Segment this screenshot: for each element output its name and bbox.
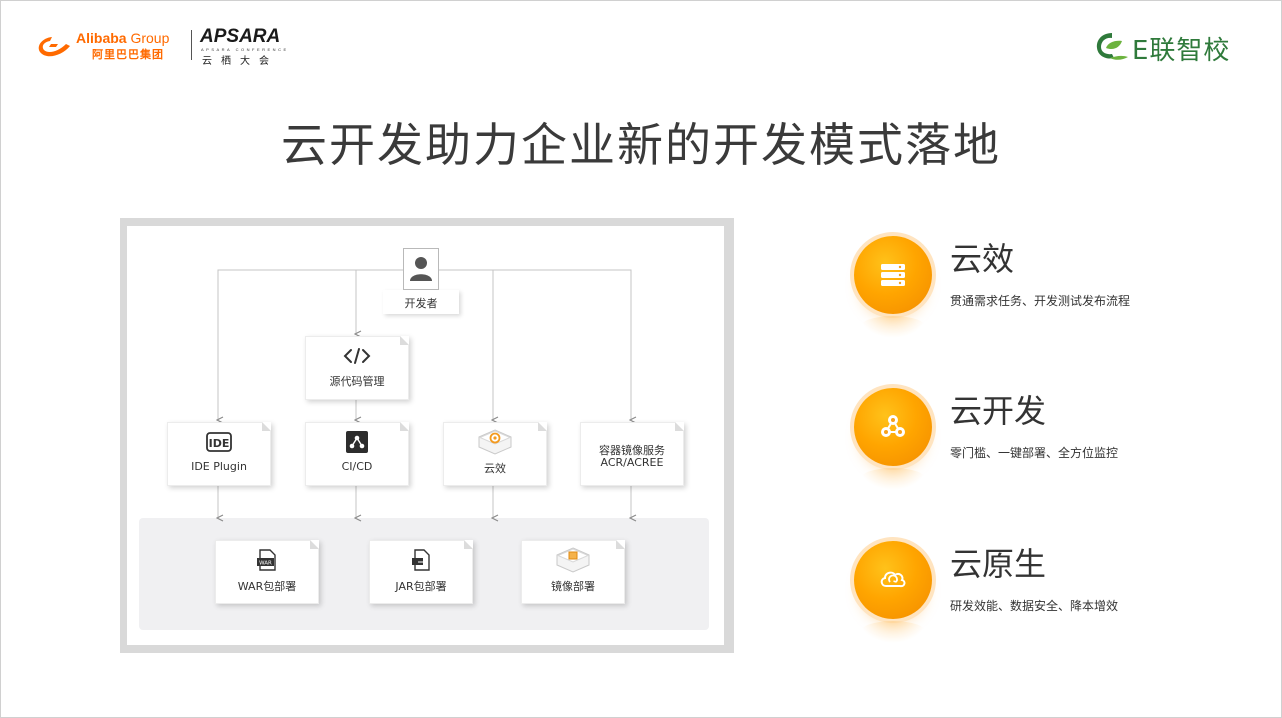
apsara-subtitle: APSARA CONFERENCE bbox=[201, 47, 289, 52]
war-deploy-label: WAR包部署 bbox=[237, 580, 297, 593]
code-brackets-icon bbox=[343, 348, 371, 364]
source-code-node: 源代码管理 bbox=[305, 336, 409, 400]
feature-cloud-dev-title: 云开发 bbox=[950, 392, 1047, 430]
ide-icon: IDE bbox=[206, 432, 232, 452]
group-wordmark: Group bbox=[130, 30, 170, 46]
war-tag-text: WAR bbox=[259, 561, 272, 567]
apsara-wordmark: APSARA bbox=[200, 26, 281, 47]
developer-label: 开发者 bbox=[404, 297, 438, 310]
feature-yunxiao: 云效 贯通需求任务、开发测试发布流程 bbox=[854, 236, 1254, 346]
connector-lines bbox=[127, 269, 724, 645]
nodes-icon bbox=[881, 415, 905, 437]
apsara-cn-wordmark: 云栖大会 bbox=[202, 56, 278, 67]
feature-yunxiao-badge bbox=[854, 236, 932, 314]
alibaba-wordmark: Alibaba bbox=[76, 30, 127, 46]
acr-label-line2: ACR/ACREE bbox=[600, 456, 664, 469]
developer-node: 开发者 bbox=[383, 290, 459, 314]
feature-cloud-dev-badge bbox=[854, 388, 932, 466]
elian-wordmark: E联智校 bbox=[1132, 36, 1231, 66]
cicd-label: CI/CD bbox=[341, 460, 373, 473]
svg-text:IDE: IDE bbox=[209, 437, 230, 450]
container-image-icon bbox=[556, 547, 590, 573]
server-stack-icon bbox=[881, 264, 905, 286]
ide-plugin-label: IDE Plugin bbox=[191, 460, 247, 473]
feature-yunxiao-title: 云效 bbox=[950, 240, 1015, 278]
jar-deploy-node: JAR包部署 bbox=[369, 540, 473, 604]
feature-cloud-native: 云原生 研发效能、数据安全、降本增效 bbox=[854, 541, 1254, 651]
yunxiao-cube-icon bbox=[478, 429, 512, 455]
acr-node: 容器镜像服务 ACR/ACREE bbox=[580, 422, 684, 486]
cloud-cycle-icon bbox=[880, 571, 906, 588]
alibaba-cn-wordmark: 阿里巴巴集团 bbox=[92, 48, 164, 61]
logo-divider bbox=[191, 30, 192, 60]
ide-plugin-node: IDE IDE Plugin bbox=[167, 422, 271, 486]
developer-avatar-icon bbox=[403, 248, 439, 290]
source-code-label: 源代码管理 bbox=[329, 375, 385, 388]
jar-file-icon bbox=[412, 549, 430, 571]
yunxiao-label: 云效 bbox=[484, 462, 506, 475]
feature-yunxiao-desc: 贯通需求任务、开发测试发布流程 bbox=[950, 294, 1131, 308]
image-deploy-node: 镜像部署 bbox=[521, 540, 625, 604]
yunxiao-node: 云效 bbox=[443, 422, 547, 486]
pipeline-icon bbox=[346, 431, 368, 453]
feature-cloud-native-title: 云原生 bbox=[950, 545, 1047, 583]
feature-cloud-dev: 云开发 零门槛、一键部署、全方位监控 bbox=[854, 388, 1254, 498]
diagram-canvas: 开发者 源代码管理 IDE IDE Plugin bbox=[127, 226, 724, 645]
image-deploy-label: 镜像部署 bbox=[551, 580, 595, 593]
elian-logo: E联智校 bbox=[1092, 26, 1252, 66]
feature-cloud-native-badge bbox=[854, 541, 932, 619]
acr-label-line1: 容器镜像服务 bbox=[599, 444, 665, 457]
cicd-node: CI/CD bbox=[305, 422, 409, 486]
alibaba-mark-icon bbox=[38, 37, 70, 57]
war-file-icon: WAR bbox=[257, 549, 276, 571]
page-title: 云开发助力企业新的开发模式落地 bbox=[281, 117, 1001, 172]
feature-cloud-native-desc: 研发效能、数据安全、降本增效 bbox=[950, 599, 1119, 613]
jar-deploy-label: JAR包部署 bbox=[395, 580, 447, 593]
feature-cloud-dev-desc: 零门槛、一键部署、全方位监控 bbox=[950, 446, 1119, 460]
elian-leaf-icon bbox=[1096, 33, 1128, 60]
apsara-conference-logo: APSARA APSARA CONFERENCE 云栖大会 bbox=[200, 26, 296, 67]
alibaba-group-logo: Alibaba Group 阿里巴巴集团 bbox=[34, 28, 184, 64]
war-deploy-node: WAR WAR包部署 bbox=[215, 540, 319, 604]
architecture-diagram: 开发者 源代码管理 IDE IDE Plugin bbox=[120, 218, 734, 653]
